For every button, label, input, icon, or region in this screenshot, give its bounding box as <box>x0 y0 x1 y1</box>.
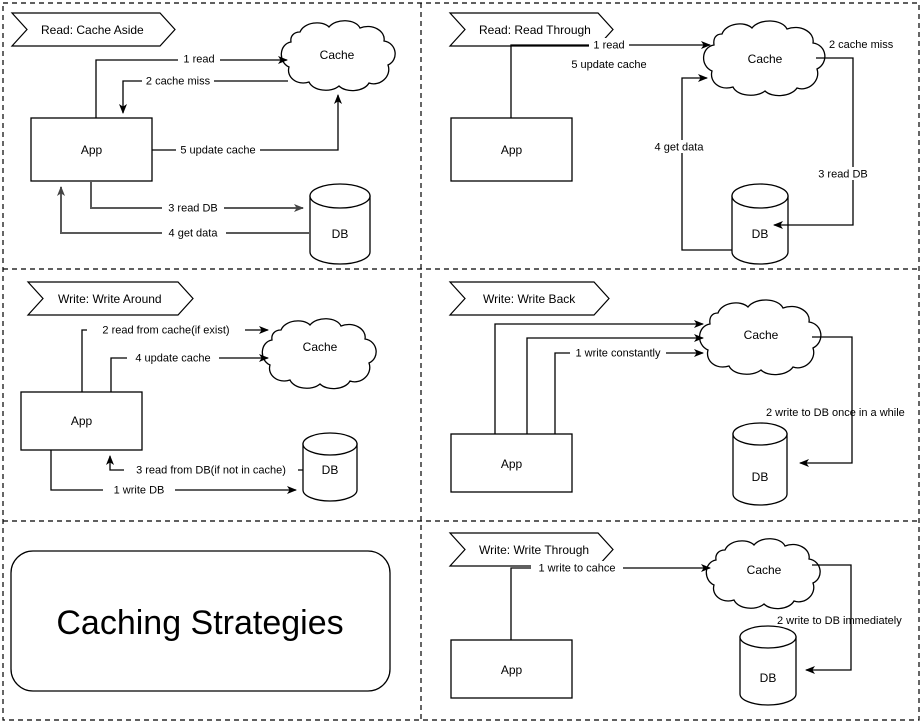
edge-2-write-to-db-immediately: 2 write to DB immediately <box>777 564 902 674</box>
edge-label: 2 write to DB once in a while <box>766 407 905 419</box>
edge-label: 3 read from DB(if not in cache) <box>136 465 286 477</box>
edge-label: 4 get data <box>655 142 705 154</box>
banner-read-read-through: Read: Read Through <box>448 12 614 47</box>
node-cache[interactable]: Cache <box>280 20 396 92</box>
node-db-label: DB <box>752 227 769 241</box>
edge-2-cache-miss: 2 cache miss <box>119 74 288 114</box>
panel-write-write-back: Write: Write Back App Cache DB 1 write c… <box>448 281 905 506</box>
edge-3-read-from-db: 3 read from DB(if not in cache) <box>106 455 303 477</box>
node-cache[interactable]: Cache <box>702 20 826 97</box>
edge-2-write-to-db-once-in-a-while: 2 write to DB once in a while <box>766 336 905 467</box>
banner-write-write-around: Write: Write Around <box>26 281 194 316</box>
banner-read-cache-aside: Read: Cache Aside <box>10 12 176 47</box>
edge-5-update-cache-label: 5 update cache <box>571 59 646 71</box>
panel-read-read-through: Read: Read Through App Cache DB 1 read 2… <box>448 12 894 265</box>
node-db[interactable]: DB <box>302 432 358 502</box>
node-app[interactable]: App <box>20 391 143 451</box>
edge-label: 4 update cache <box>135 353 210 365</box>
node-cache[interactable]: Cache <box>705 538 821 610</box>
node-cache-label: Cache <box>747 563 782 577</box>
node-app-label: App <box>501 143 523 157</box>
edge-3-read-db: 3 read DB <box>773 57 874 229</box>
node-db[interactable]: DB <box>732 422 788 506</box>
node-cache[interactable]: Cache <box>698 299 822 376</box>
node-db[interactable]: DB <box>731 183 789 265</box>
node-cache-label: Cache <box>303 340 338 354</box>
node-db-label: DB <box>752 470 769 484</box>
node-cache-label: Cache <box>748 52 783 66</box>
node-app-label: App <box>501 457 523 471</box>
edge-2-cache-miss-label: 2 cache miss <box>829 39 894 51</box>
edge-3-read-db: 3 read DB <box>90 181 304 215</box>
node-app[interactable]: App <box>450 117 573 182</box>
edge-label: 2 write to DB immediately <box>777 615 902 627</box>
title-box <box>10 550 391 692</box>
edge-5-update-cache: 5 update cache <box>152 94 342 157</box>
node-db-label: DB <box>322 463 339 477</box>
panel-title: Caching Strategies <box>10 550 391 692</box>
edge-label: 2 read from cache(if exist) <box>102 325 229 337</box>
banner-label: Write: Write Through <box>479 543 589 557</box>
banner-label: Write: Write Back <box>483 292 576 306</box>
node-cache-label: Cache <box>320 48 355 62</box>
node-app-label: App <box>501 663 523 677</box>
node-cache-label: Cache <box>744 328 779 342</box>
edge-label: 1 read <box>183 54 214 66</box>
edge-4-get-data: 4 get data <box>57 186 310 240</box>
node-db[interactable]: DB <box>739 625 797 706</box>
node-app[interactable]: App <box>450 433 573 493</box>
edge-label: 5 update cache <box>571 59 646 71</box>
node-db[interactable]: DB <box>309 183 371 265</box>
page-title: Caching Strategies <box>56 604 343 642</box>
banner-label: Read: Cache Aside <box>41 23 144 37</box>
edge-label: 3 read DB <box>818 169 868 181</box>
edge-label: 1 write to cahce <box>538 563 615 575</box>
edge-1-read: 1 read <box>510 38 711 118</box>
edge-label: 1 write constantly <box>576 348 661 360</box>
banner-label: Write: Write Around <box>58 292 162 306</box>
edge-1-write-to-cache: 1 write to cahce <box>510 561 711 640</box>
edge-label: 2 cache miss <box>829 39 894 51</box>
edge-1-read: 1 read <box>95 52 288 118</box>
edge-1-write-db: 1 write DB <box>50 450 297 497</box>
edge-label: 2 cache miss <box>146 76 211 88</box>
edge-label: 1 write DB <box>114 485 165 497</box>
edge-4-update-cache: 4 update cache <box>110 351 269 392</box>
edge-label: 3 read DB <box>168 203 218 215</box>
node-app[interactable]: App <box>30 117 153 182</box>
panel-read-cache-aside: Read: Cache Aside App Cache DB 1 read <box>10 12 396 265</box>
node-db-label: DB <box>332 227 349 241</box>
edge-label: 5 update cache <box>180 145 255 157</box>
node-app-label: App <box>71 414 93 428</box>
panel-write-write-around: Write: Write Around App Cache DB 2 read … <box>20 281 377 502</box>
node-app-label: App <box>81 143 103 157</box>
edge-4-get-data: 4 get data <box>646 74 732 251</box>
edge-1-write-constantly: 1 write constantly <box>494 320 704 434</box>
edge-label: 1 read <box>593 40 624 52</box>
banner-write-write-back: Write: Write Back <box>448 281 610 316</box>
node-app[interactable]: App <box>450 639 573 699</box>
edge-2-read-from-cache: 2 read from cache(if exist) <box>81 323 269 392</box>
banner-write-write-through: Write: Write Through <box>448 532 614 567</box>
edge-label: 4 get data <box>169 228 219 240</box>
node-db-label: DB <box>760 671 777 685</box>
panel-write-write-through: Write: Write Through App Cache DB 1 writ… <box>448 532 902 706</box>
banner-label: Read: Read Through <box>479 23 591 37</box>
